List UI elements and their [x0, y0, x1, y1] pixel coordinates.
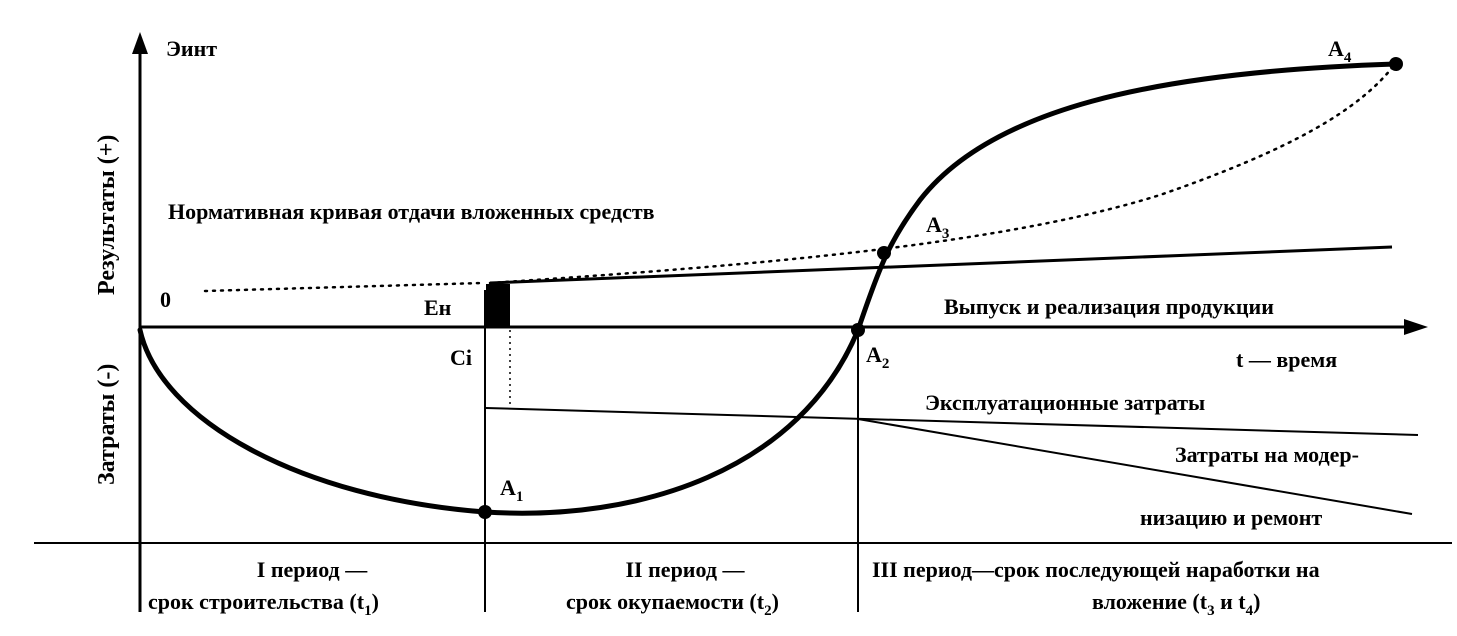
x-axis-arrow — [1404, 319, 1428, 335]
period-2-close: ) — [772, 589, 779, 614]
normative-dotted-curve — [488, 62, 1397, 285]
period-1-close: ) — [372, 589, 379, 614]
period-3-mid: и t — [1215, 589, 1247, 614]
modernization-label-line1: Затраты на модер- — [1175, 442, 1359, 467]
output-label: Выпуск и реализация продукции — [944, 294, 1274, 319]
a1-label: A1 — [500, 475, 523, 505]
period-3-line2: вложение (t3 и t4) — [1092, 589, 1260, 619]
normative-return-line — [489, 245, 1393, 285]
point-a3 — [877, 246, 891, 260]
period-1-text: срок строительства (t — [148, 589, 365, 614]
en-label: Ен — [424, 295, 452, 320]
a3-subscript: 3 — [942, 226, 950, 242]
period-3-line1: III период—срок последующей наработки на — [872, 557, 1320, 582]
period-3-subscript-3: 3 — [1207, 603, 1215, 619]
modernization-label-line2: низацию и ремонт — [1140, 505, 1322, 530]
a3-letter: A — [926, 212, 942, 237]
y-top-label: Эинт — [166, 36, 217, 61]
normative-dotted-start — [203, 281, 484, 293]
a1-subscript: 1 — [516, 489, 524, 505]
normative-curve-label: Нормативная кривая отдачи вложенных сред… — [168, 199, 655, 224]
point-a4 — [1389, 57, 1403, 71]
a4-label: A4 — [1328, 36, 1352, 66]
a1-letter: A — [500, 475, 516, 500]
period-1-line2: срок строительства (t1) — [148, 589, 379, 619]
operating-costs-line — [485, 407, 1419, 436]
modernization-costs-line — [857, 418, 1413, 515]
y-axis-arrow — [132, 32, 148, 54]
investment-curve — [137, 61, 1398, 516]
a3-label: A3 — [926, 212, 949, 242]
period-1-subscript: 1 — [364, 603, 372, 619]
period-2-subscript: 2 — [764, 603, 772, 619]
a2-subscript: 2 — [882, 356, 890, 372]
period-3-close: ) — [1253, 589, 1260, 614]
en-investment-bar — [486, 284, 510, 328]
a4-subscript: 4 — [1344, 50, 1352, 66]
y-positive-label: Результаты (+) — [94, 135, 120, 295]
ci-label: Ci — [450, 345, 472, 370]
period-3-text: вложение (t — [1092, 589, 1208, 614]
y-negative-label: Затраты (-) — [94, 364, 120, 485]
a2-letter: A — [866, 342, 882, 367]
a4-letter: A — [1328, 36, 1344, 61]
a2-label: A2 — [866, 342, 889, 372]
period-1-line1: I период — — [257, 557, 368, 582]
period-2-line2: срок окупаемости (t2) — [566, 589, 779, 619]
period-2-text: срок окупаемости (t — [566, 589, 765, 614]
x-axis-label: t — время — [1236, 347, 1337, 372]
period-3-subscript-4: 4 — [1246, 603, 1254, 619]
point-a1 — [478, 505, 492, 519]
origin-label: 0 — [160, 287, 171, 312]
period-2-line1: II период — — [626, 557, 746, 582]
point-a2 — [851, 323, 865, 337]
operating-costs-label: Эксплуатационные затраты — [925, 390, 1205, 415]
